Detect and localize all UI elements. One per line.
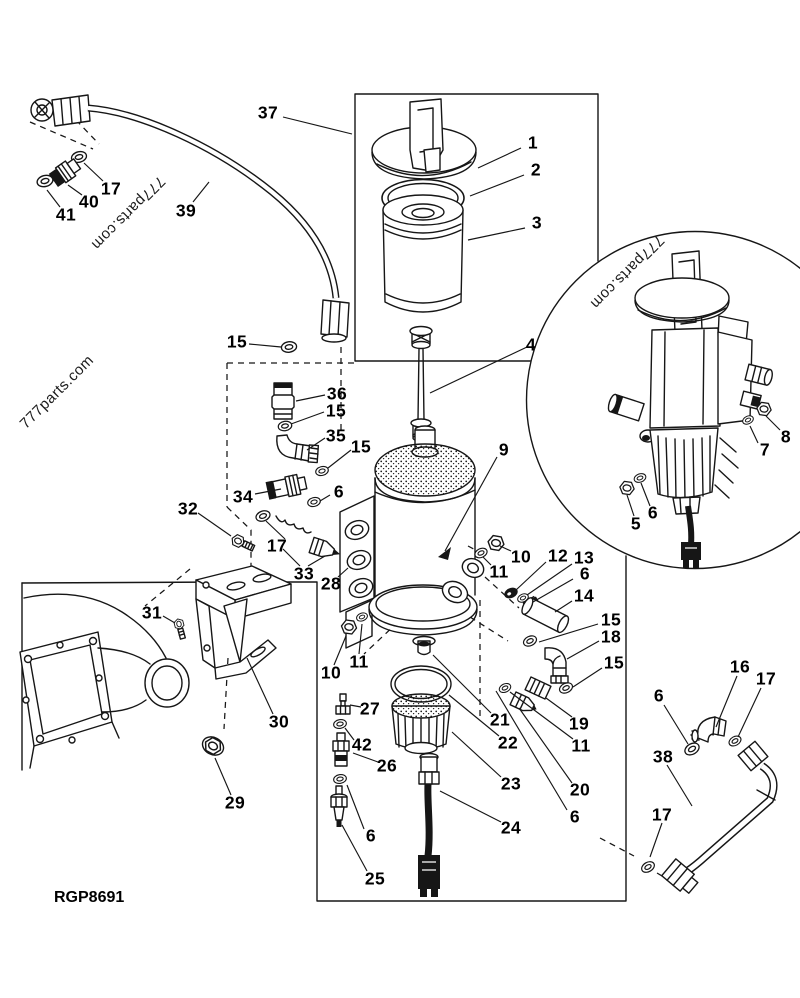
part-label-40: 40 [78,191,100,212]
part-label-17: 17 [100,178,122,199]
bowl-kit-art [330,610,452,897]
part-label-16: 16 [729,656,751,677]
housing-9-art [339,425,485,656]
part-label-25: 25 [364,868,386,889]
part-label-15: 15 [600,609,622,630]
fittings-kit-art [229,340,357,572]
part-label-38: 38 [652,746,674,767]
spring-33-art [275,515,312,534]
valve-33-art [308,536,341,558]
part-label-23: 23 [500,773,522,794]
hose-38-art [639,716,778,894]
bracket-30-art [172,565,292,758]
hose-39-art [30,94,350,343]
part-label-12: 12 [547,545,569,566]
part-label-3: 3 [531,212,543,233]
sensor-26-art [332,732,350,767]
sensor-24-art [418,752,440,897]
part-label-35: 35 [325,425,347,446]
part-label-6: 6 [647,502,659,523]
assembled-unit-art [607,250,773,569]
part-label-30: 30 [268,711,290,732]
sensor-25-art [330,785,348,827]
part-label-28: 28 [320,573,342,594]
part-label-37: 37 [257,102,279,123]
part-label-11: 11 [489,561,509,582]
part-label-21: 21 [489,709,511,730]
part-label-22: 22 [497,732,519,753]
part-label-13: 13 [573,547,595,568]
bolt-29-art [201,734,225,758]
part-label-18: 18 [600,626,622,647]
part-label-6: 6 [569,806,581,827]
part-label-15: 15 [325,400,347,421]
part-label-29: 29 [224,792,246,813]
part-label-7: 7 [759,439,771,460]
part-label-1: 1 [527,132,539,153]
fittings-40-41-17-art [35,149,89,190]
elbow-16-art [690,716,727,743]
part-label-8: 8 [780,426,792,447]
filter-element-3-art [382,194,464,313]
part-label-6: 6 [653,685,665,706]
screw-31-art [172,617,186,640]
part-label-10: 10 [510,546,532,567]
part-label-31: 31 [141,602,163,623]
part-label-17: 17 [651,804,673,825]
part-label-6: 6 [365,825,377,846]
part-label-42: 42 [351,734,373,755]
part-label-39: 39 [175,200,197,221]
leader-lines [46,116,781,872]
elbow-35-art [276,434,320,464]
arrow-9 [438,547,451,560]
part-label-5: 5 [630,513,642,534]
part-label-20: 20 [569,779,591,800]
part-label-14: 14 [573,585,595,606]
part-label-17: 17 [755,668,777,689]
part-label-15: 15 [226,331,248,352]
manifold-art [19,582,190,771]
part-label-41: 41 [55,204,77,225]
group-dashed-lines [29,119,670,881]
figure-code: RGP8691 [54,889,125,906]
part-label-2: 2 [530,159,542,180]
part-label-4: 4 [525,334,537,355]
part-label-19: 19 [568,713,590,734]
part-label-6: 6 [333,481,345,502]
bowl-23-art [391,693,451,755]
part-label-33: 33 [293,563,315,584]
fitting-34-art [265,473,308,500]
part-label-36: 36 [326,383,348,404]
part-label-24: 24 [500,817,522,838]
part-label-34: 34 [232,486,254,507]
fitting-19-art [524,676,552,700]
part-label-27: 27 [359,698,381,719]
part-label-15: 15 [350,436,372,457]
part-label-17: 17 [266,535,288,556]
part-label-6: 6 [579,563,591,584]
part-label-11: 11 [571,735,591,756]
part-label-10: 10 [320,662,342,683]
filter-cap-1-art [371,98,477,180]
elbow-18-art [544,647,569,684]
part-label-15: 15 [603,652,625,673]
part-label-26: 26 [376,755,398,776]
part-label-32: 32 [177,498,199,519]
part-label-9: 9 [498,439,510,460]
screw-32-art [229,532,256,552]
fitting-27-art [335,693,351,715]
part-label-11: 11 [349,651,369,672]
top-detail-box [354,93,599,362]
